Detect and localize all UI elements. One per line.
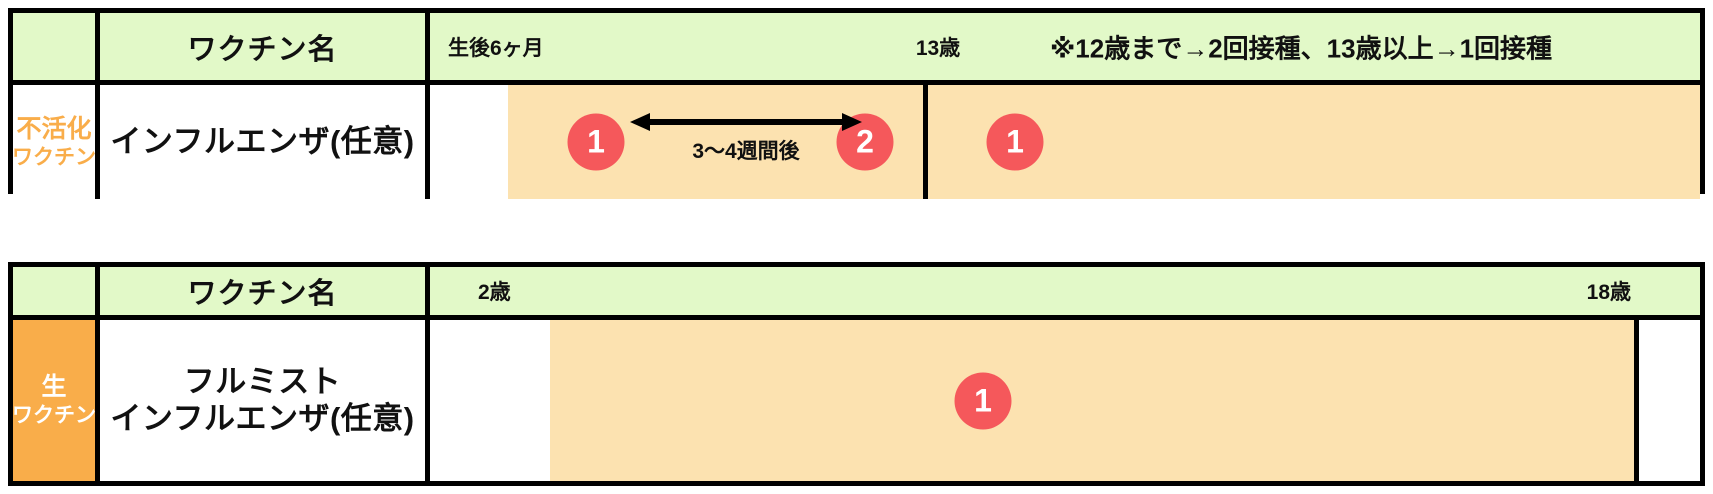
column-divider [425, 85, 430, 199]
category-label-line1: 不活化 [16, 114, 92, 143]
column-divider [95, 85, 100, 199]
category-label-line1: 生 [41, 373, 67, 402]
category-label-line2: ワクチン [12, 145, 96, 169]
age-tick-start: 生後6ヶ月 [448, 36, 544, 60]
header-cell-vaccine-name: ワクチン名 [100, 267, 425, 315]
table-header-row: ワクチン名 生後6ヶ月 13歳 ※12歳まで→2回接種、13歳以上→1回接種 [13, 13, 1700, 85]
vaccine-name-cell: インフルエンザ(任意) [100, 85, 425, 199]
vaccine-name-cell: フルミスト インフルエンザ(任意) [100, 320, 425, 481]
header-cell-vaccine-name: ワクチン名 [100, 13, 425, 80]
column-divider [95, 320, 100, 481]
schedule-table-live: ワクチン名 2歳 18歳 生 ワクチン フルミスト インフルエンザ(任意) 1 [8, 262, 1705, 486]
timeline-segment-divider [1634, 320, 1639, 481]
vaccine-name-label: インフルエンザ(任意) [110, 123, 415, 159]
vaccine-name-line1: フルミスト [183, 363, 342, 399]
timeline-cell: 1 [430, 320, 1700, 481]
table-body-row: 生 ワクチン フルミスト インフルエンザ(任意) 1 [12, 320, 1700, 481]
dose-interval-annotation: 3〜4週間後 [630, 111, 862, 165]
column-divider [95, 267, 100, 315]
category-label-inactivated: 不活化 ワクチン [12, 85, 96, 199]
dose-marker-label: 1 [974, 382, 992, 418]
vaccine-name-label: フルミスト インフルエンザ(任意) [110, 364, 414, 437]
column-divider [425, 13, 430, 80]
category-label-line2: ワクチン [12, 404, 96, 428]
timeline-band-segment-2 [928, 85, 1700, 199]
column-divider [95, 13, 100, 80]
category-label-live: 生 ワクチン [12, 320, 96, 481]
timeline-segment-divider [923, 85, 928, 199]
dose-marker-label: 1 [587, 123, 605, 160]
vaccine-name-line2: インフルエンザ(任意) [110, 400, 415, 436]
header-label-vaccine-name: ワクチン名 [187, 33, 338, 66]
dose-interval-label: 3〜4週間後 [692, 140, 800, 163]
schedule-note: ※12歳まで→2回接種、13歳以上→1回接種 [1050, 33, 1553, 63]
header-cell-timeline: 2歳 18歳 [430, 267, 1700, 315]
dose-marker-1: 1 [567, 113, 625, 171]
header-label-vaccine-name: ワクチン名 [187, 278, 338, 310]
dose-marker-3: 1 [986, 113, 1044, 171]
timeline-band [550, 320, 1634, 481]
age-tick-13: 13歳 [915, 36, 961, 60]
dose-marker-1: 1 [954, 372, 1012, 429]
header-cell-timeline: 生後6ヶ月 13歳 ※12歳まで→2回接種、13歳以上→1回接種 [430, 13, 1700, 80]
schedule-table-inactivated: ワクチン名 生後6ヶ月 13歳 ※12歳まで→2回接種、13歳以上→1回接種 不… [8, 8, 1705, 199]
age-tick-start: 2歳 [478, 281, 511, 304]
dose-marker-label: 2 [856, 123, 874, 160]
double-arrow-icon [630, 113, 862, 131]
column-divider [425, 320, 430, 481]
age-tick-end: 18歳 [1586, 281, 1631, 304]
table-body-row: 不活化 ワクチン インフルエンザ(任意) 1 [12, 85, 1700, 199]
dose-marker-label: 1 [1006, 123, 1024, 160]
timeline-cell: 1 3〜4週間後 2 1 [430, 85, 1700, 199]
table-header-row: ワクチン名 2歳 18歳 [13, 267, 1700, 320]
column-divider [425, 267, 430, 315]
